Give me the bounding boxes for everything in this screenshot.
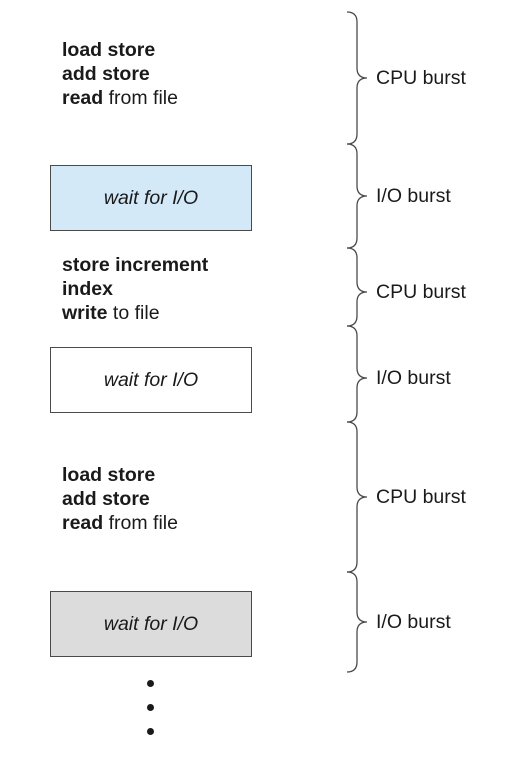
code-line: write to file xyxy=(62,302,160,324)
code-block-2: store increment index write to file xyxy=(62,253,208,325)
brace-cpu-3 xyxy=(346,421,368,573)
burst-label-cpu-3: CPU burst xyxy=(376,486,466,508)
code-line: add store xyxy=(62,63,150,85)
burst-label-io-1: I/O burst xyxy=(376,185,451,207)
ellipsis-dot xyxy=(147,704,154,711)
code-line: index xyxy=(62,278,113,300)
code-block-1: load store add store read from file xyxy=(62,38,178,110)
io-wait-box-1: wait for I/O xyxy=(50,165,252,231)
code-line: store increment xyxy=(62,254,209,276)
brace-io-1 xyxy=(346,143,368,249)
code-line: read from file xyxy=(62,512,178,534)
burst-label-io-3: I/O burst xyxy=(376,611,451,633)
brace-io-2 xyxy=(346,325,368,423)
code-line: load store xyxy=(62,464,156,486)
io-wait-box-2: wait for I/O xyxy=(50,347,252,413)
code-line: read from file xyxy=(62,87,178,109)
ellipsis-dot xyxy=(147,680,154,687)
code-line: add store xyxy=(62,488,150,510)
code-block-3: load store add store read from file xyxy=(62,463,178,535)
burst-label-cpu-1: CPU burst xyxy=(376,67,466,89)
io-wait-box-3: wait for I/O xyxy=(50,591,252,657)
burst-label-io-2: I/O burst xyxy=(376,367,451,389)
brace-cpu-2 xyxy=(346,247,368,327)
brace-io-3 xyxy=(346,571,368,673)
io-wait-text: wait for I/O xyxy=(103,368,199,391)
io-wait-text: wait for I/O xyxy=(103,612,199,635)
ellipsis-dot xyxy=(147,728,154,735)
brace-cpu-1 xyxy=(346,11,368,145)
burst-label-cpu-2: CPU burst xyxy=(376,281,466,303)
io-wait-text: wait for I/O xyxy=(103,186,199,209)
code-line: load store xyxy=(62,39,156,61)
